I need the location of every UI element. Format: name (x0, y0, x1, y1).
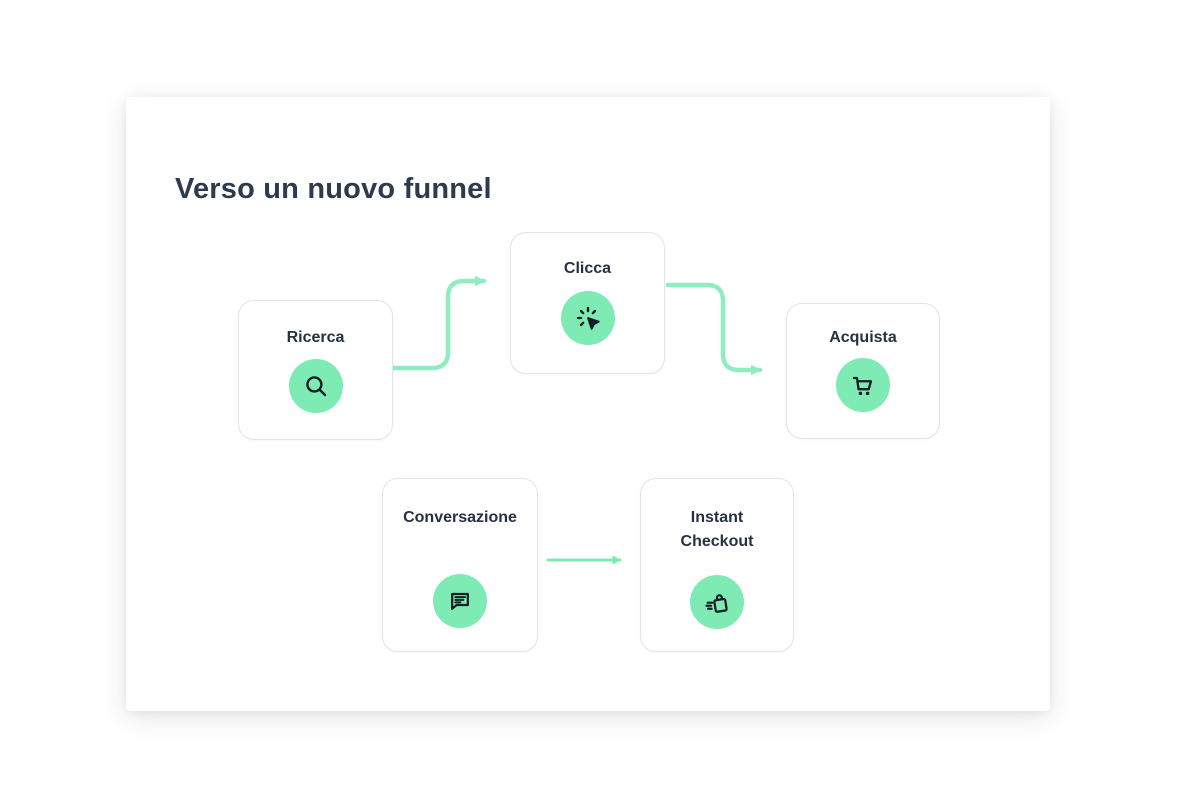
shopping-cart-icon (852, 376, 873, 396)
funnel-card-acquista: Acquista (786, 303, 940, 439)
card-label: Ricerca (286, 329, 345, 346)
card-label: Instant Checkout (680, 509, 754, 550)
chat-bubble-icon (451, 592, 469, 610)
funnel-card-conversazione: Conversazione (382, 478, 538, 652)
slide-panel: Verso un nuovo funnel Ricerca Clicca (126, 97, 1050, 711)
funnel-card-instant-checkout: Instant Checkout (640, 478, 794, 652)
card-label: Conversazione (403, 509, 517, 526)
icon-circle (288, 359, 343, 413)
icon-circle (433, 574, 487, 628)
card-label: Acquista (829, 329, 897, 346)
funnel-card-ricerca: Ricerca (238, 300, 393, 440)
icon-circle (560, 291, 615, 345)
search-icon (305, 376, 326, 397)
page-title: Verso un nuovo funnel (175, 173, 492, 206)
icon-circle (836, 358, 890, 412)
icon-circle (690, 575, 744, 629)
fast-shopping-bag-icon (705, 594, 728, 613)
card-label: Clicca (563, 260, 612, 277)
cursor-click-icon (576, 306, 600, 330)
funnel-card-clicca: Clicca (510, 232, 665, 374)
arrow-clicca-to-acquista (665, 282, 763, 376)
arrow-ricerca-to-clicca (389, 275, 487, 371)
